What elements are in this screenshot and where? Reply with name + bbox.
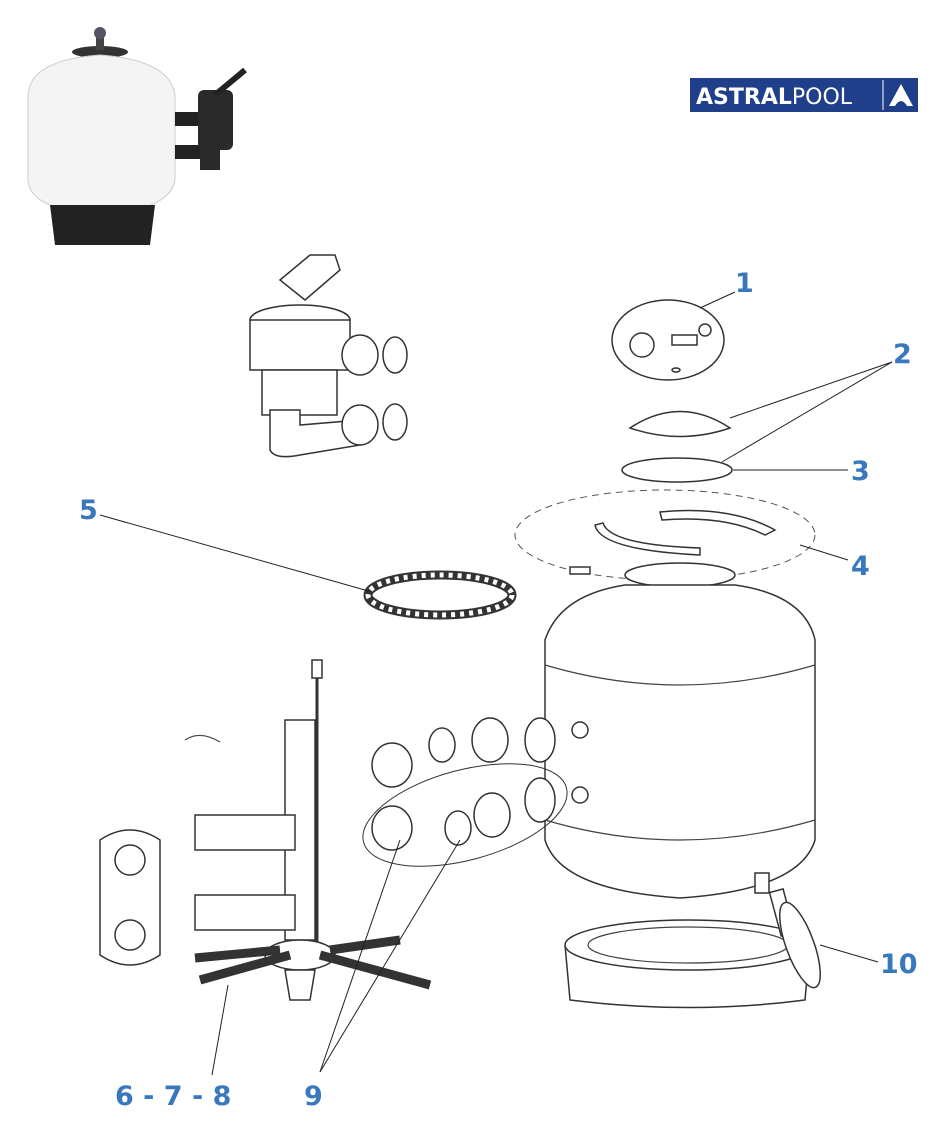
part-5-locking-ring (363, 570, 517, 620)
callout-2: 2 (893, 339, 912, 370)
leader-lines (99, 291, 893, 1076)
callout-10: 10 (880, 949, 918, 980)
astralpool-logo: ASTRALPOOL (690, 78, 918, 112)
callout-6-7-8: 6 - 7 - 8 (115, 1081, 231, 1112)
callout-5: 5 (79, 495, 98, 526)
part-6-7-8-laterals-assembly (99, 659, 432, 1001)
multiport-valve (249, 254, 408, 458)
part-10-drain-plug (754, 872, 821, 989)
part-3-o-ring (621, 457, 733, 483)
callout-3: 3 (851, 456, 870, 487)
part-2-lid (628, 410, 732, 438)
svg-text:ASTRALPOOL: ASTRALPOOL (696, 85, 853, 110)
part-1-pressure-gauge-kit (611, 299, 725, 381)
callout-1: 1 (735, 268, 754, 299)
filter-product-photo (27, 27, 247, 245)
filter-tank (544, 562, 816, 1009)
unions-and-seals (362, 717, 568, 867)
callout-9: 9 (304, 1081, 323, 1112)
callout-4: 4 (851, 551, 870, 582)
part-4-clamp-kit (514, 489, 816, 581)
